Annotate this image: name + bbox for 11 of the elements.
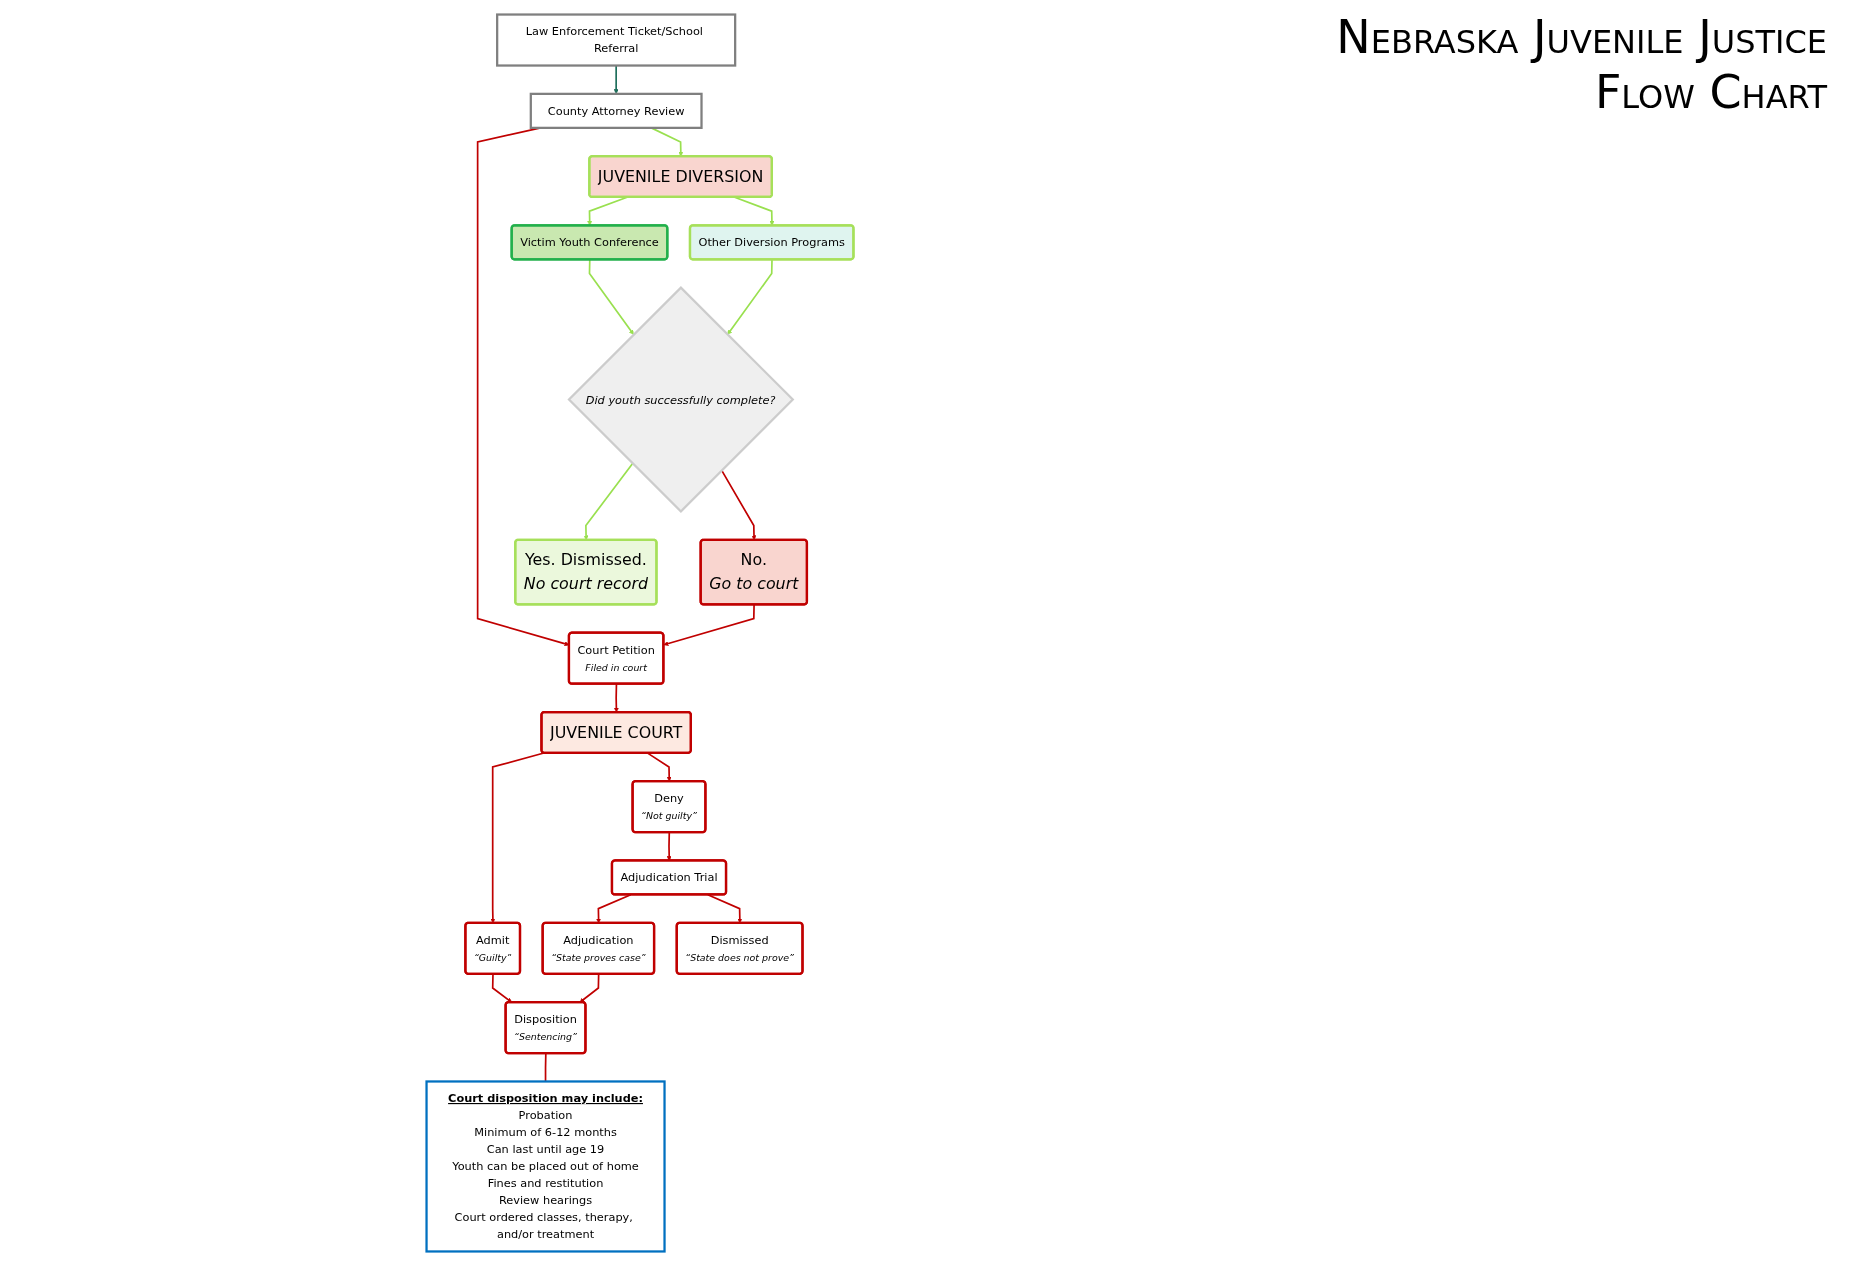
node-box: Court disposition may include: Probation Minimum of 6-12 months Can last until age 19 Youth can be placed out of home Fines and restitution Review hearings Court ordered classes, therapy, and/or treatment [425,1080,666,1253]
arrow [587,196,628,226]
node-box: County Attorney Review [529,92,703,129]
arrow [491,973,513,1003]
node-box: Law Enforcement Ticket/School Referral [496,13,737,67]
node-diamond: Did youth successfully complete? [567,286,795,514]
arrow [613,683,619,713]
chart-title: Nebraska Juvenile Justice Flow Chart [1335,10,1827,121]
arrow [579,973,600,1003]
arrow [650,127,684,157]
arrow [646,752,672,782]
